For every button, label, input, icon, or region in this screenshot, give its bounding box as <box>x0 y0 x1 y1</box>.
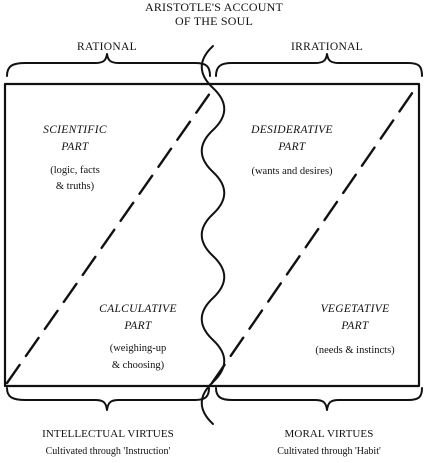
vegetative-part-description: (needs & instincts) <box>315 345 395 356</box>
scientific-part-description-2: & truths) <box>55 181 95 192</box>
moral-virtues-cultivation: Cultivated through 'Habit' <box>277 446 381 457</box>
scientific-part-description: (logic, facts <box>50 165 100 176</box>
irrational-label: IRRATIONAL <box>291 41 363 53</box>
rational-diagonal <box>5 84 217 385</box>
desiderative-part-description: (wants and desires) <box>251 166 333 177</box>
moral-virtues-brace <box>215 387 423 411</box>
wavy-divider <box>200 45 226 425</box>
calculative-part-description-2: & choosing) <box>111 360 165 371</box>
vegetative-part-name: VEGETATIVE <box>320 303 390 315</box>
vegetative-part-label: PART <box>341 320 369 332</box>
calculative-part-label: PART <box>124 320 152 332</box>
desiderative-part-label: PART <box>278 141 306 153</box>
irrational-diagonal <box>210 84 419 385</box>
intellectual-virtues-brace <box>6 387 210 411</box>
moral-virtues-label: MORAL VIRTUES <box>284 428 374 440</box>
intellectual-virtues-cultivation: Cultivated through 'Instruction' <box>45 446 171 457</box>
calculative-part-name: CALCULATIVE <box>99 303 177 315</box>
irrational-brace <box>215 53 423 77</box>
calculative-part-description: (weighing-up <box>109 343 167 354</box>
scientific-part-name: SCIENTIFIC <box>43 124 107 136</box>
rational-brace <box>6 53 211 77</box>
scientific-part-label: PART <box>61 141 89 153</box>
soul-box <box>3 82 421 388</box>
intellectual-virtues-label: INTELLECTUAL VIRTUES <box>42 428 174 440</box>
rational-label: RATIONAL <box>77 41 137 53</box>
diagram-title-line2: OF THE SOUL <box>175 14 253 28</box>
desiderative-part-name: DESIDERATIVE <box>251 124 333 136</box>
diagram-title-line1: ARISTOTLE'S ACCOUNT <box>144 0 284 14</box>
